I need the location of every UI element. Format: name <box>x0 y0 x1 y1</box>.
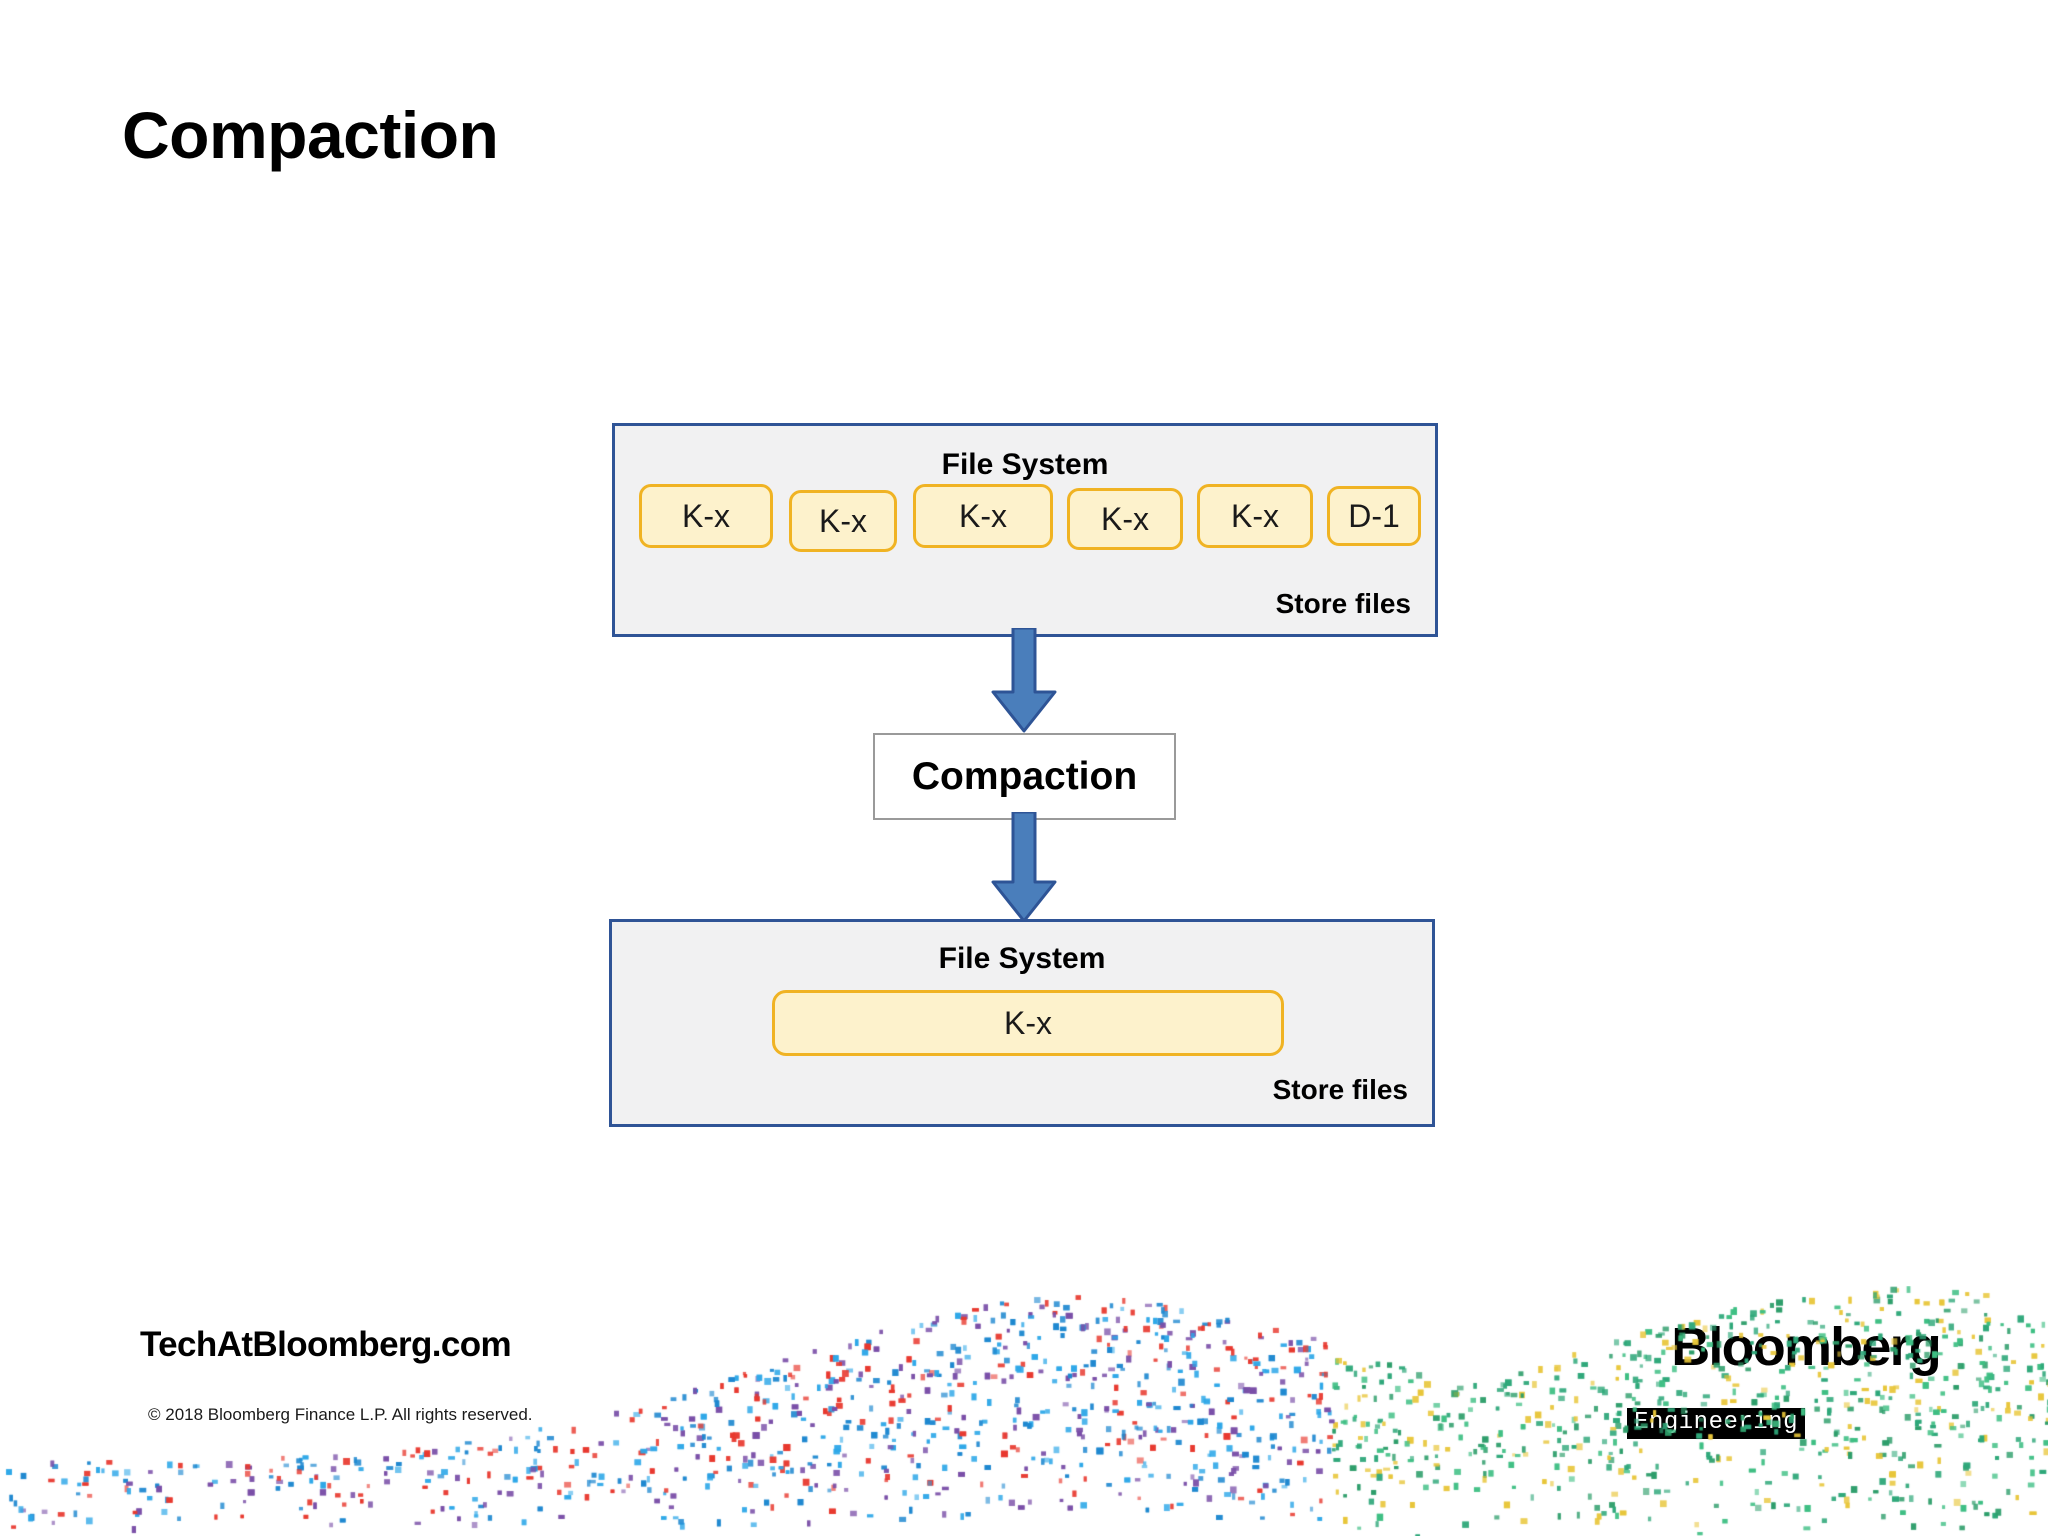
store-file-chip: K-x <box>1197 484 1313 548</box>
store-file-chip: K-x <box>639 484 773 548</box>
arrow-compaction-to-files-icon <box>985 810 1063 929</box>
store-files-label: Store files <box>1275 588 1411 619</box>
arrow-files-to-compaction-icon <box>985 626 1063 739</box>
footer-brand: TechAtBloomberg.com <box>140 1325 512 1364</box>
file-system-title: File System <box>938 942 1106 975</box>
store-file-chip: K-x <box>772 990 1284 1056</box>
store-files-label: Store files <box>1272 1074 1408 1105</box>
file-system-panel-after: File System K-x Store files <box>609 919 1435 1127</box>
store-file-chip-row: K-x <box>612 922 1432 1124</box>
file-system-title: File System <box>941 448 1109 481</box>
page-title: Compaction <box>122 98 499 172</box>
bloomberg-logo: Bloomberg <box>1671 1317 1942 1377</box>
store-file-chip: K-x <box>1067 488 1183 550</box>
store-file-chip: D-1 <box>1327 486 1421 546</box>
store-file-chip: K-x <box>913 484 1053 548</box>
store-file-chip: K-x <box>789 490 897 552</box>
compaction-process-box: Compaction <box>873 733 1176 820</box>
engineering-badge: Engineering <box>1627 1408 1805 1439</box>
footer-copyright: © 2018 Bloomberg Finance L.P. All rights… <box>148 1405 533 1424</box>
